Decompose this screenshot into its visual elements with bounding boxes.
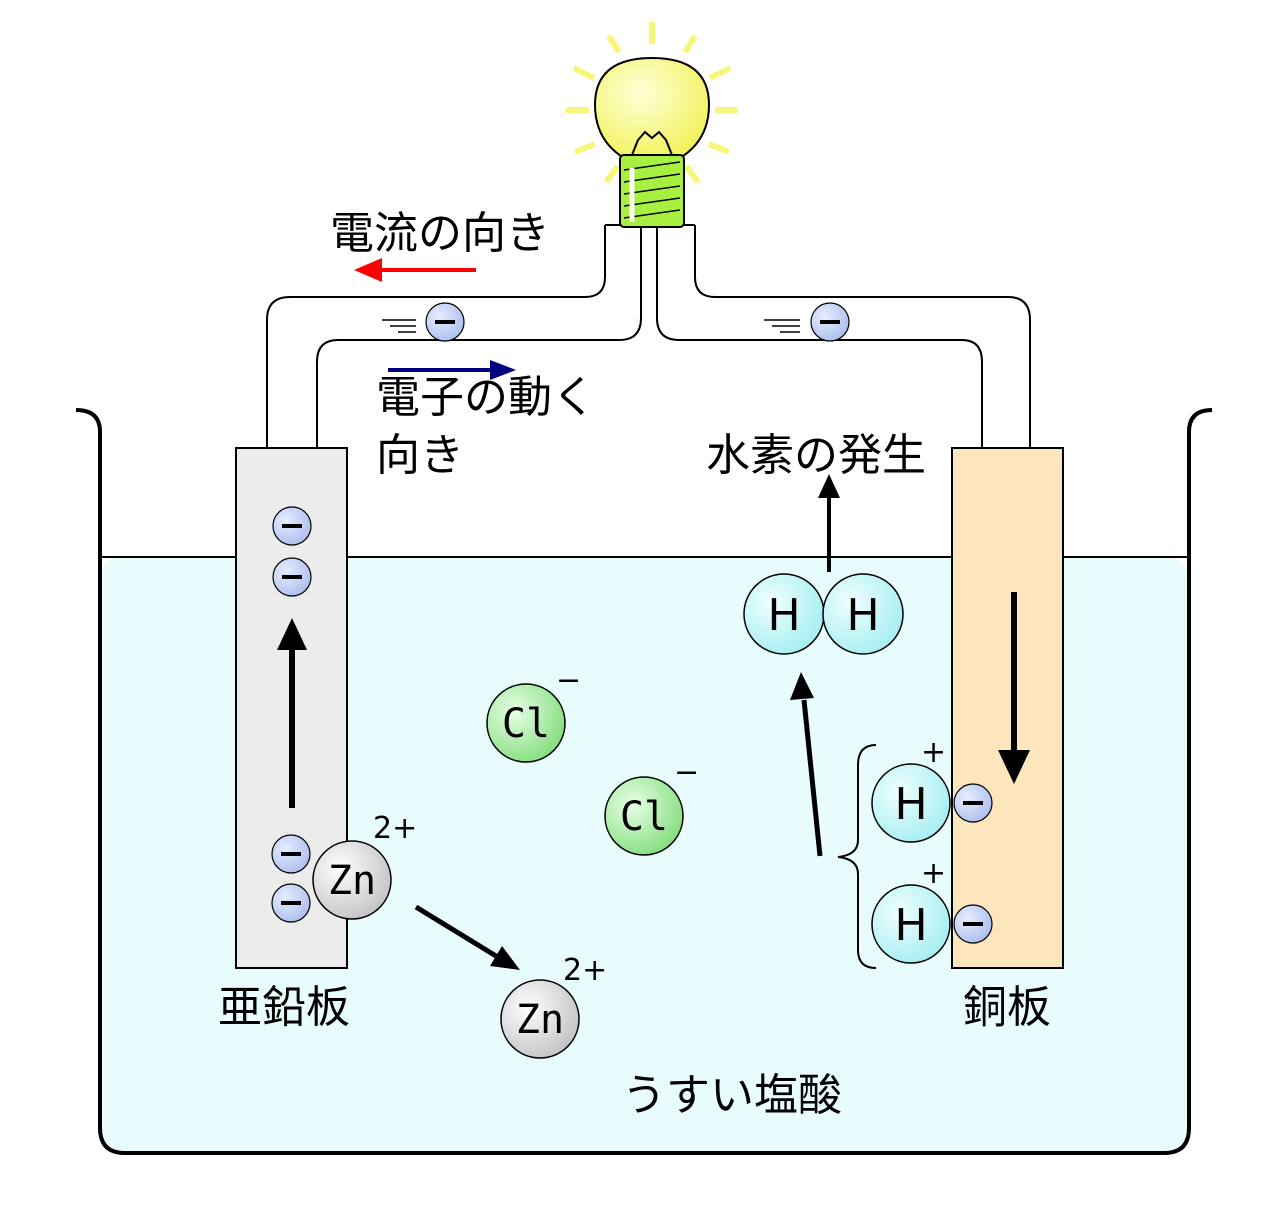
svg-text:2+: 2+ xyxy=(563,953,607,988)
svg-text:Zn: Zn xyxy=(516,997,564,1043)
hydrogen-rise-arrow xyxy=(818,474,840,572)
hydrogen-ion: H + xyxy=(871,735,951,843)
wires xyxy=(266,224,1031,449)
electron xyxy=(271,883,311,923)
electron xyxy=(272,557,312,597)
zinc-ion-on-plate: Zn 2+ xyxy=(312,811,417,920)
brace xyxy=(837,744,877,969)
copper-plate xyxy=(951,447,1064,969)
electron xyxy=(271,834,311,874)
current-direction-label: 電流の向き xyxy=(330,208,550,259)
svg-text:H: H xyxy=(767,590,800,641)
beaker xyxy=(75,408,1213,1155)
electron-flow-arrow-copper xyxy=(998,592,1030,784)
electron xyxy=(953,783,993,823)
svg-text:Cl: Cl xyxy=(620,794,668,840)
hydrogen-generation-label: 水素の発生 xyxy=(706,430,926,481)
electron-direction-label-line2: 向き xyxy=(376,430,464,481)
chloride-ion: Cl − xyxy=(604,755,699,856)
wire-electron-left xyxy=(382,302,465,342)
current-direction-arrow xyxy=(354,258,476,282)
light-bulb-icon xyxy=(566,22,738,228)
svg-text:2+: 2+ xyxy=(373,811,417,846)
electron xyxy=(953,904,993,944)
svg-text:Zn: Zn xyxy=(328,858,376,904)
hydrogen-ion: H + xyxy=(871,856,951,964)
wire-electron-right xyxy=(764,302,850,342)
svg-text:H: H xyxy=(894,900,927,951)
zinc-plate-label: 亜鉛板 xyxy=(218,982,350,1033)
zinc-ion-moving-arrow xyxy=(414,904,520,970)
svg-text:H: H xyxy=(846,590,879,641)
svg-text:Cl: Cl xyxy=(502,701,550,747)
electron xyxy=(272,506,312,546)
svg-text:+: + xyxy=(921,856,946,891)
electron-direction-label: 電子の動く xyxy=(376,372,596,423)
svg-text:H: H xyxy=(894,779,927,830)
chloride-ion: Cl − xyxy=(486,663,581,763)
electron-flow-arrow-zinc xyxy=(277,618,307,808)
solution-label: うすい塩酸 xyxy=(622,1070,842,1121)
svg-text:−: − xyxy=(674,755,699,790)
svg-text:+: + xyxy=(921,735,946,770)
hydrogen-molecule: H H xyxy=(743,573,904,655)
electron-direction-arrow xyxy=(388,360,516,380)
copper-plate-label: 銅板 xyxy=(963,982,1051,1033)
hydrogen-formation-arrow xyxy=(790,672,823,857)
zinc-ion: Zn 2+ xyxy=(500,953,607,1059)
svg-text:−: − xyxy=(556,663,581,698)
